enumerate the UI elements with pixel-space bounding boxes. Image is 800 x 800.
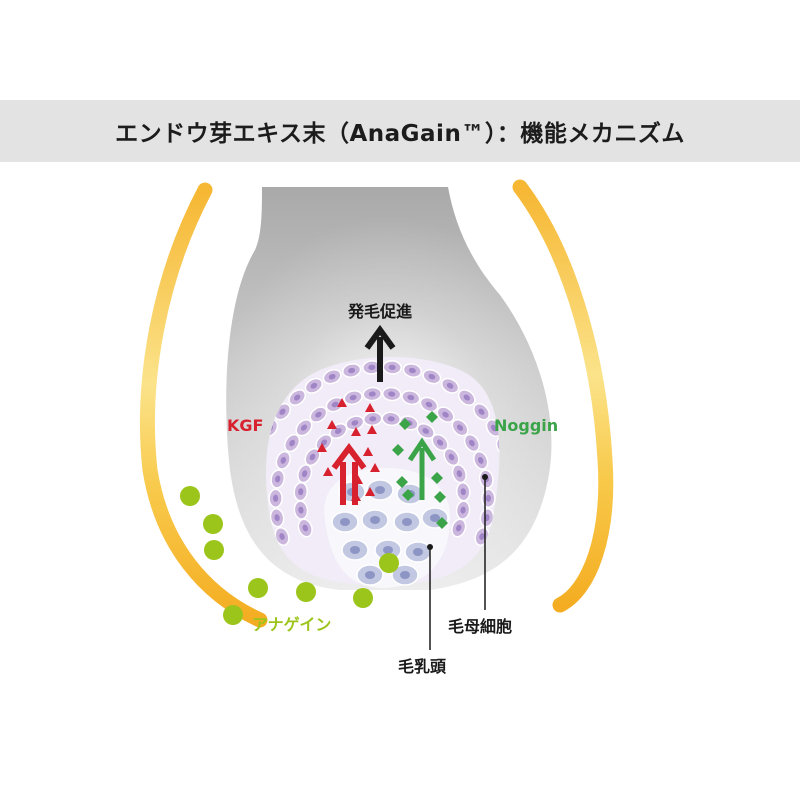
matrix-cell: [457, 389, 476, 406]
noggin-label: Noggin: [494, 416, 558, 435]
matrix-cell: [451, 418, 469, 437]
matrix-cell: [402, 363, 423, 378]
matrix-cell: [422, 369, 442, 385]
kgf-marker: [317, 443, 327, 452]
papilla-cell: [393, 511, 421, 533]
noggin-marker: [431, 472, 443, 484]
kgf-marker: [363, 447, 373, 456]
noggin-marker: [399, 418, 411, 430]
matrix-cell: [382, 360, 402, 375]
anagain-dot: [379, 553, 399, 573]
kgf-marker: [351, 427, 361, 436]
matrix-cell: [416, 422, 435, 440]
noggin-marker: [392, 444, 404, 456]
matrix-cell: [381, 386, 402, 402]
kgf-marker: [365, 403, 375, 412]
kgf-label: KGF: [227, 416, 263, 435]
matrix-cell: [269, 508, 285, 528]
matrix-cell: [297, 518, 313, 538]
kgf-marker: [365, 487, 375, 496]
outer-root-sheath-right: [512, 179, 614, 613]
kgf-marker: [367, 425, 377, 434]
papilla-cell: [391, 564, 419, 586]
matrix-cell: [288, 389, 307, 406]
hair-growth-label: 発毛促進: [347, 302, 412, 321]
papilla-cell: [356, 564, 384, 586]
kgf-marker: [327, 420, 337, 429]
matrix-cell: [363, 411, 383, 427]
noggin-markers: [392, 411, 448, 529]
pointer-dermal-papilla: [427, 544, 433, 650]
papilla-cell: [331, 511, 359, 533]
anagain-dot: [223, 605, 243, 625]
matrix-cell: [309, 406, 328, 423]
matrix-cells-label: 毛母細胞: [448, 617, 512, 636]
dermal-papilla-label: 毛乳頭: [398, 657, 447, 676]
anagain-dot: [248, 578, 268, 598]
kgf-marker: [337, 398, 347, 407]
page-title: エンドウ芽エキス末（AnaGain™）：機能メカニズム: [115, 121, 685, 147]
anagain-label: アナゲイン: [252, 615, 331, 634]
matrix-cell: [481, 488, 496, 509]
anagain-dot: [204, 540, 224, 560]
matrix-cell: [268, 488, 283, 509]
matrix-cell: [295, 418, 313, 437]
matrix-cell: [495, 436, 500, 456]
matrix-cell: [463, 433, 480, 453]
noggin-marker: [396, 476, 408, 488]
anagain-dot: [180, 486, 200, 506]
noggin-marker: [426, 411, 438, 423]
matrix-cell: [419, 396, 439, 413]
outer-root-sheath-left: [139, 182, 268, 628]
papilla-cell: [361, 509, 389, 531]
anagain-dot: [296, 582, 316, 602]
noggin-arrow: [407, 437, 437, 500]
kgf-arrow: [331, 443, 367, 505]
noggin-marker: [436, 517, 448, 529]
matrix-cell: [451, 518, 467, 538]
matrix-cell: [270, 469, 286, 489]
matrix-cell: [341, 363, 362, 378]
matrix-cell: [362, 386, 383, 402]
pointer-matrix-cells: [482, 474, 488, 610]
kgf-marker: [323, 467, 333, 476]
matrix-cell: [401, 390, 421, 406]
matrix-cell: [275, 450, 291, 470]
matrix-cell: [304, 447, 321, 467]
kgf-marker: [370, 463, 380, 472]
matrix-cell: [473, 450, 489, 470]
hair-growth-arrow: [364, 324, 396, 382]
matrix-cell: [322, 369, 342, 385]
matrix-cell: [284, 433, 301, 453]
matrix-cell: [304, 377, 324, 394]
noggin-marker: [402, 489, 414, 501]
matrix-cell: [343, 390, 363, 406]
anagain-dot: [203, 514, 223, 534]
title-bar: エンドウ芽エキス末（AnaGain™）：機能メカニズム: [0, 100, 800, 162]
matrix-cell: [455, 481, 471, 502]
papilla-cell: [404, 541, 432, 563]
noggin-marker: [434, 491, 446, 503]
anagain-dot: [353, 588, 373, 608]
matrix-cell: [473, 402, 490, 421]
papilla-cell: [341, 539, 369, 561]
matrix-cell: [436, 406, 455, 423]
anagain-particles: [180, 486, 399, 625]
matrix-cell: [440, 377, 460, 394]
